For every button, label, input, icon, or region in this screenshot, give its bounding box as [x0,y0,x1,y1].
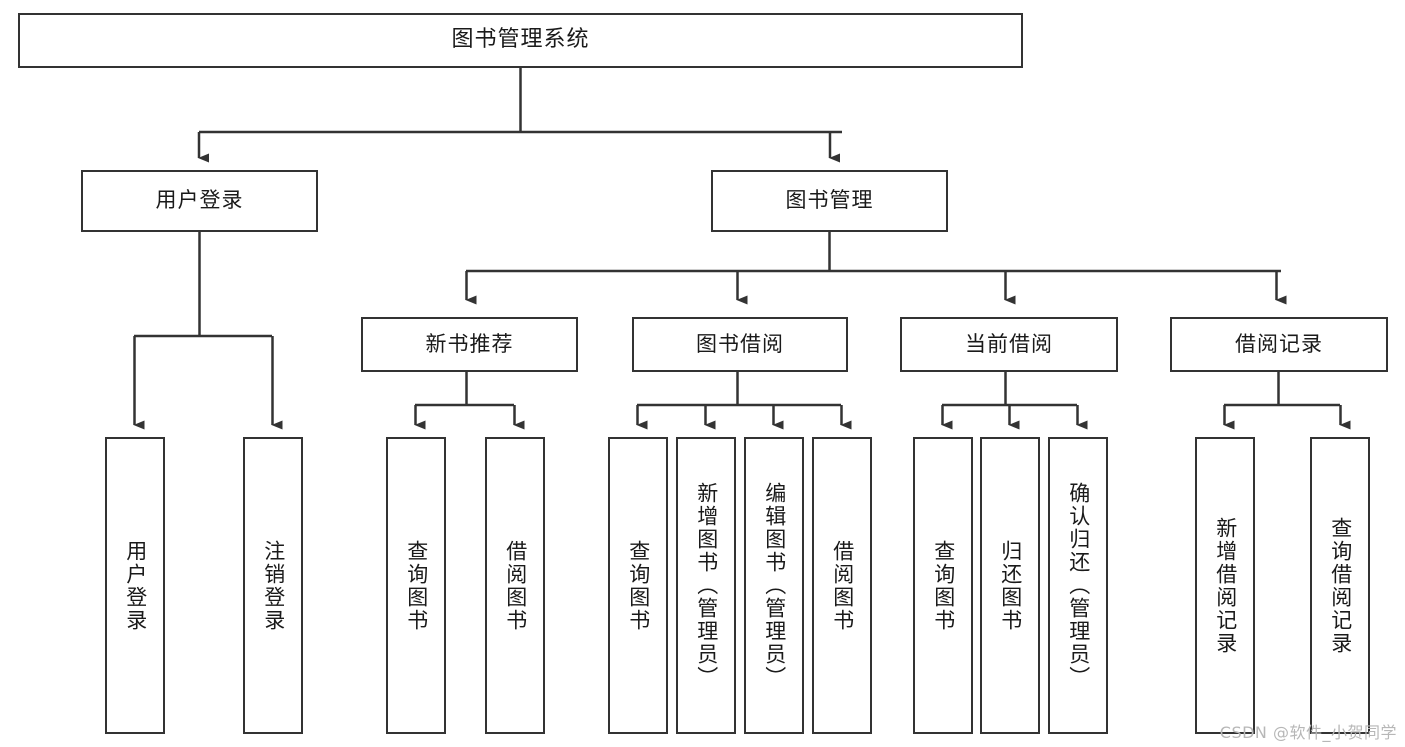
node-leaf-query-record[interactable]: 查询借阅记录 [1310,437,1370,734]
node-leaf-return-book[interactable]: 归还图书 [980,437,1040,734]
node-leaf-user-logout[interactable]: 注销登录 [243,437,303,734]
node-borrow-record[interactable]: 借阅记录 [1170,317,1388,372]
node-leaf-add-record[interactable]: 新增借阅记录 [1195,437,1255,734]
node-leaf-query-book-2[interactable]: 查询图书 [608,437,668,734]
node-leaf-add-book[interactable]: 新增图书（管理员） [676,437,736,734]
node-leaf-borrow-book-1[interactable]: 借阅图书 [485,437,545,734]
node-leaf-user-login[interactable]: 用户登录 [105,437,165,734]
node-new-book-recommend[interactable]: 新书推荐 [361,317,578,372]
node-book-manage[interactable]: 图书管理 [711,170,948,232]
node-current-borrow[interactable]: 当前借阅 [900,317,1118,372]
node-leaf-query-book-3[interactable]: 查询图书 [913,437,973,734]
node-book-borrow[interactable]: 图书借阅 [632,317,848,372]
node-user-login[interactable]: 用户登录 [81,170,318,232]
node-leaf-borrow-book-2[interactable]: 借阅图书 [812,437,872,734]
node-leaf-confirm-return[interactable]: 确认归还（管理员） [1048,437,1108,734]
node-leaf-query-book-1[interactable]: 查询图书 [386,437,446,734]
node-leaf-edit-book[interactable]: 编辑图书（管理员） [744,437,804,734]
node-root[interactable]: 图书管理系统 [18,13,1023,68]
